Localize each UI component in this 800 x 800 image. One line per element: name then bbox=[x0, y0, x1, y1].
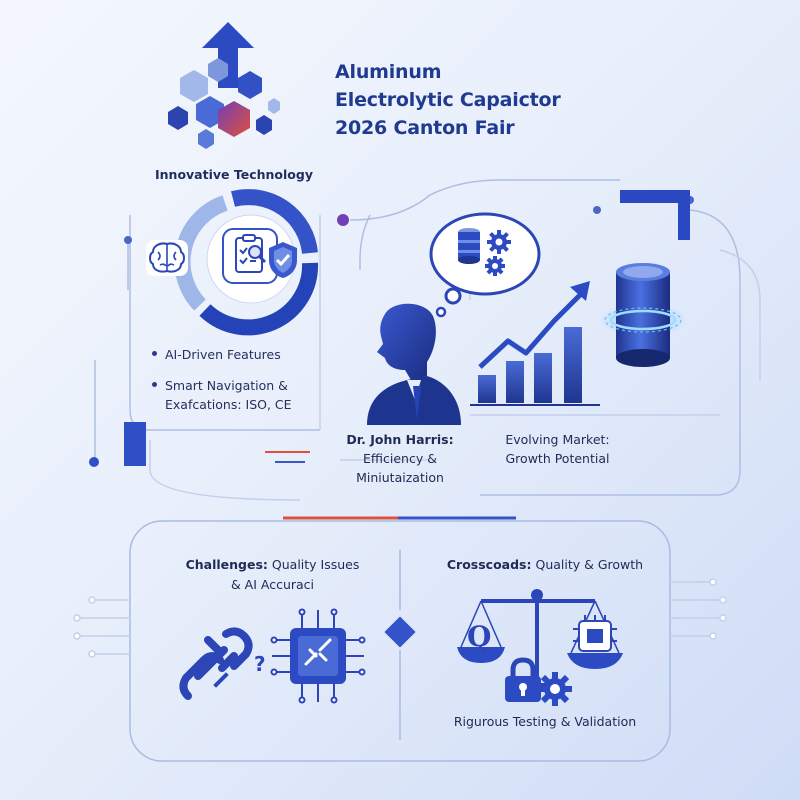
title-line-2: Electrolytic Capaictor bbox=[335, 89, 561, 111]
gear-icon bbox=[538, 672, 572, 706]
challenges-line-1: Quality Issues bbox=[271, 557, 360, 572]
expert-caption: Dr. John Harris: Efficiency & Miniutaiza… bbox=[335, 430, 465, 487]
crossroads-label: Crosscoads: bbox=[446, 557, 532, 572]
crossroads-footer: Rigurous Testing & Validation bbox=[453, 714, 637, 729]
chip-icon bbox=[270, 608, 366, 704]
challenges-label: Challenges: bbox=[185, 557, 268, 572]
balance-scale-icon bbox=[457, 589, 623, 689]
title-line-1: Aluminum bbox=[335, 61, 442, 83]
market-line-1: Evolving Market: bbox=[505, 432, 610, 447]
question-mark: ? bbox=[254, 652, 266, 676]
capacitor-icon bbox=[599, 263, 687, 367]
bullet-dot bbox=[152, 351, 157, 356]
title-block: Aluminum Electrolytic Capaictor 2026 Can… bbox=[335, 58, 655, 142]
brain-icon bbox=[146, 240, 188, 276]
crossroads-line-1: Quality & Growth bbox=[535, 557, 644, 572]
crossroads-heading: Crosscoads: Quality & Growth bbox=[430, 555, 660, 575]
person-silhouette-icon bbox=[367, 303, 461, 425]
shield-check-icon bbox=[269, 242, 297, 278]
title-line-3: 2026 Canton Fair bbox=[335, 117, 515, 139]
innovation-bullet-1: AI-Driven Features bbox=[152, 345, 281, 364]
growth-chart-icon bbox=[470, 281, 600, 406]
market-caption: Evolving Market: Growth Potential bbox=[490, 430, 625, 468]
expert-name: Dr. John Harris: bbox=[346, 432, 454, 447]
market-line-2: Growth Potential bbox=[505, 451, 610, 466]
challenges-line-2: & AI Accuraci bbox=[230, 577, 315, 592]
challenges-heading: Challenges: Quality Issues & AI Accuraci bbox=[165, 555, 380, 595]
scale-letter: Q bbox=[467, 620, 492, 653]
lock-icon bbox=[505, 657, 541, 702]
innovation-bullet-2: Smart Navigation & bbox=[152, 376, 288, 395]
innovation-heading: Innovative Technology bbox=[155, 167, 313, 182]
expert-line-2: Efficiency & bbox=[363, 451, 437, 466]
broken-chain-icon bbox=[179, 627, 253, 700]
expert-line-3: Miniutaization bbox=[356, 470, 444, 485]
capacitor-gears-icon bbox=[429, 212, 541, 318]
innovation-bullet-3: Exafcations: ISO, CE bbox=[165, 397, 292, 412]
hexagon-arrow-icon bbox=[168, 22, 280, 149]
bullet-dot bbox=[152, 382, 157, 387]
